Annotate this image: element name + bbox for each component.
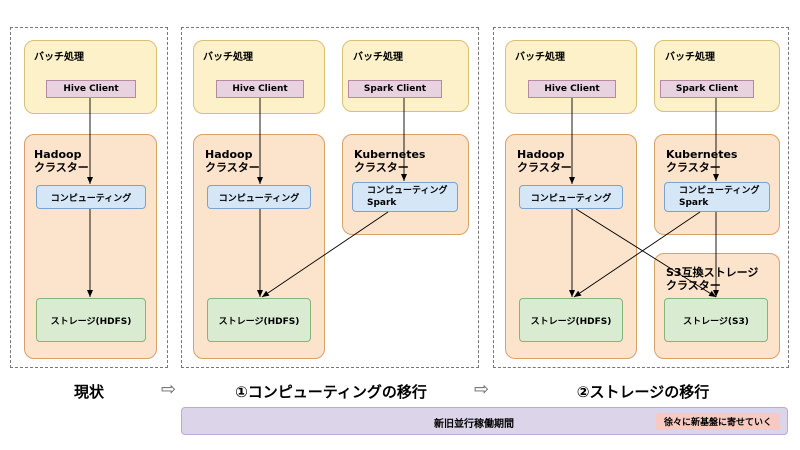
panel-compute-migration	[181, 27, 479, 368]
computing-spark-line1: コンピューティング	[679, 186, 760, 196]
phase-storage-migration: ②ストレージの移行	[576, 383, 710, 401]
hive-client: Hive Client	[216, 80, 304, 98]
computing-spark-box: コンピューティング Spark	[352, 182, 458, 212]
hive-client: Hive Client	[46, 80, 136, 98]
batch-label: バッチ処理	[353, 52, 403, 63]
batch-label: バッチ処理	[515, 52, 565, 63]
panel-current	[10, 27, 168, 368]
kubernetes-title: Kubernetes クラスター	[666, 148, 737, 174]
s3-cluster-title-text: S3互換ストレージ クラスター	[666, 266, 759, 292]
spark-client: Spark Client	[348, 80, 442, 98]
arrow-spark-compute-to-hdfs	[573, 211, 701, 298]
phase-compute-migration: ①コンピューティングの移行	[235, 383, 427, 401]
batch-label: バッチ処理	[34, 52, 84, 63]
computing-box: コンピューティング	[519, 185, 623, 209]
computing-spark-line1: コンピューティング	[367, 186, 448, 196]
batch-label: バッチ処理	[203, 52, 253, 63]
storage-hdfs: ストレージ(HDFS)	[207, 298, 311, 342]
batch-box	[193, 40, 325, 114]
phase-current: 現状	[73, 383, 104, 401]
arrow-compute-to-s3	[575, 208, 717, 298]
batch-label: バッチ処理	[665, 52, 715, 63]
hadoop-title-text: Hadoop クラスター	[205, 148, 260, 174]
gradual-shift-badge: 徐々に新基盤に寄せていく	[656, 413, 780, 430]
kubernetes-title-text: Kubernetes クラスター	[354, 148, 426, 174]
computing-spark-line2: Spark	[367, 198, 397, 208]
kubernetes-title: Kubernetes クラスター	[354, 148, 425, 174]
batch-box	[505, 40, 637, 114]
arrow-spark-compute-to-hdfs	[261, 211, 389, 298]
storage-hdfs: ストレージ(HDFS)	[36, 298, 146, 342]
computing-spark-line2: Spark	[679, 198, 709, 208]
hadoop-title: Hadoop クラスター	[517, 148, 572, 174]
computing-box: コンピューティング	[207, 185, 311, 209]
storage-s3: ストレージ(S3)	[664, 298, 768, 342]
kubernetes-title-text: Kubernetes クラスター	[666, 148, 738, 174]
s3-cluster-title: S3互換ストレージ クラスター	[666, 266, 758, 292]
storage-hdfs: ストレージ(HDFS)	[519, 298, 623, 342]
phase-arrow-icon: ⇨	[474, 379, 490, 400]
hadoop-title: Hadoop クラスター	[34, 148, 89, 174]
computing-box: コンピューティング	[36, 185, 146, 209]
spark-client: Spark Client	[660, 80, 754, 98]
computing-spark-box: コンピューティング Spark	[664, 182, 770, 212]
parallel-operation-label: 新旧並行稼働期間	[434, 419, 514, 430]
panel-storage-migration	[493, 27, 789, 368]
batch-box	[342, 40, 469, 112]
batch-box	[654, 40, 780, 112]
hadoop-title-text: Hadoop クラスター	[517, 148, 572, 174]
hadoop-title: Hadoop クラスター	[205, 148, 260, 174]
hive-client: Hive Client	[528, 80, 616, 98]
hadoop-title-text: Hadoop クラスター	[34, 148, 89, 174]
phase-arrow-icon: ⇨	[161, 379, 177, 400]
batch-box	[24, 40, 157, 114]
